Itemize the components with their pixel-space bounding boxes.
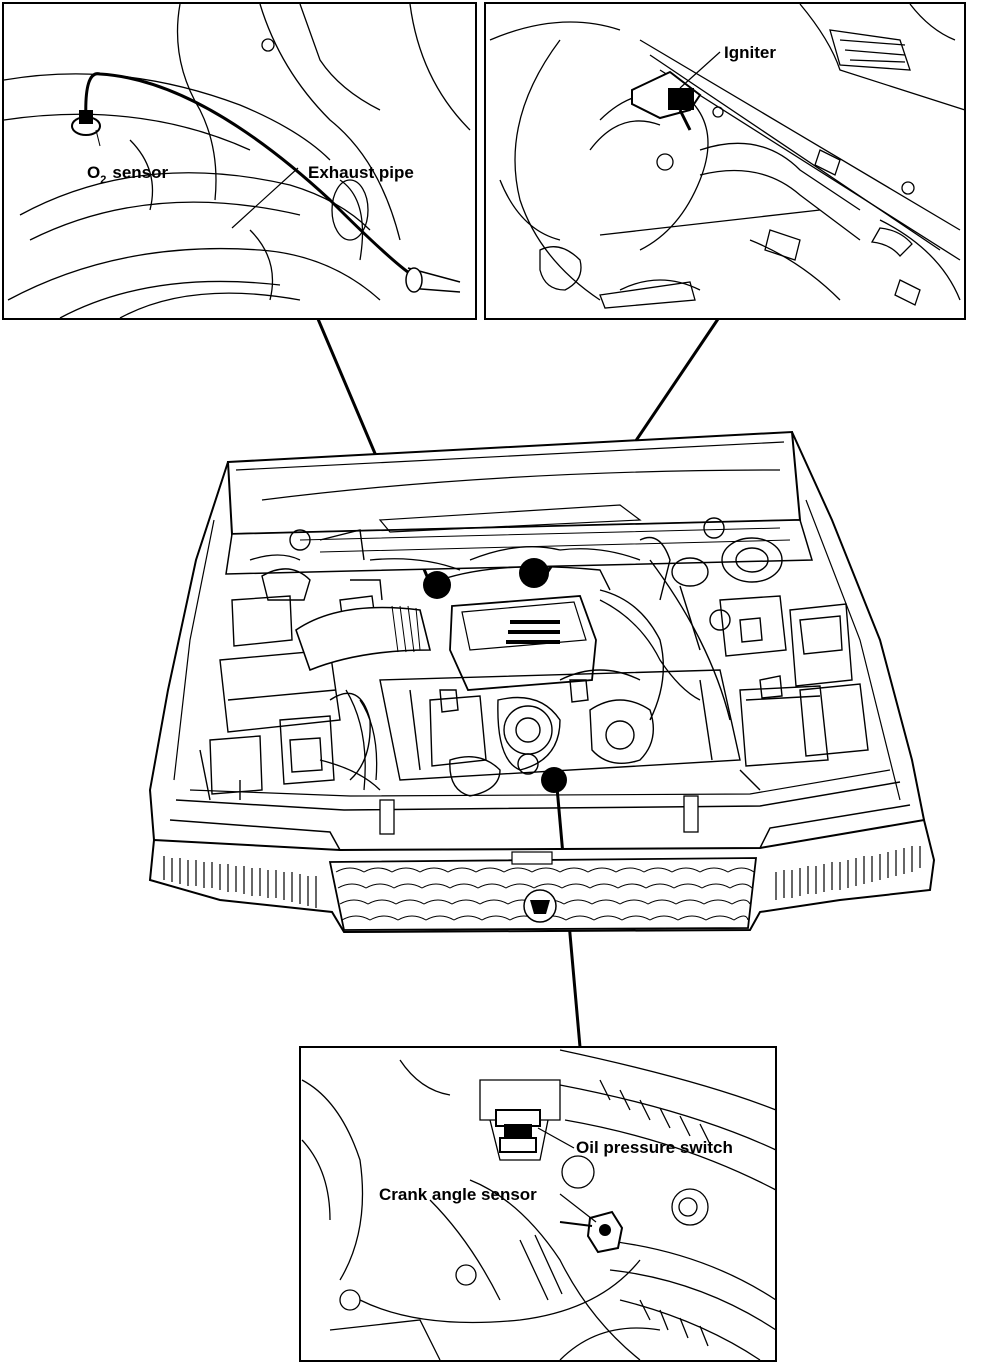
o2-sensor-location-marker xyxy=(423,571,451,599)
engine-bay-illustration xyxy=(148,430,936,934)
right-components xyxy=(639,517,869,791)
crank-angle-sensor-icon xyxy=(559,1210,624,1254)
crank-angle-location-marker xyxy=(541,767,567,793)
igniter-location-marker xyxy=(519,558,549,588)
oil-pressure-switch-icon xyxy=(495,1109,541,1153)
grille-pattern xyxy=(335,867,755,921)
inset-igniter: Igniter xyxy=(484,2,966,320)
igniter-icon xyxy=(631,70,702,131)
engine-block xyxy=(379,669,741,797)
intake-ribs xyxy=(391,605,421,653)
hoses xyxy=(249,546,701,791)
inset-crank-linework xyxy=(301,1049,777,1361)
igniter-label: Igniter xyxy=(724,43,776,62)
lamp-hatching xyxy=(163,846,921,908)
exhaust-pipe-label: Exhaust pipe xyxy=(308,163,414,182)
inset-igniter-linework xyxy=(489,3,966,309)
plenum-ribs xyxy=(506,620,560,644)
inset-o2-linework xyxy=(3,3,471,319)
oil-pressure-switch-label: Oil pressure switch xyxy=(576,1138,733,1157)
crank-angle-sensor-label: Crank angle sensor xyxy=(379,1185,537,1204)
o2-sensor-icon xyxy=(71,110,101,136)
inset-crank-angle: Oil pressure switch Crank angle sensor xyxy=(299,1046,777,1362)
